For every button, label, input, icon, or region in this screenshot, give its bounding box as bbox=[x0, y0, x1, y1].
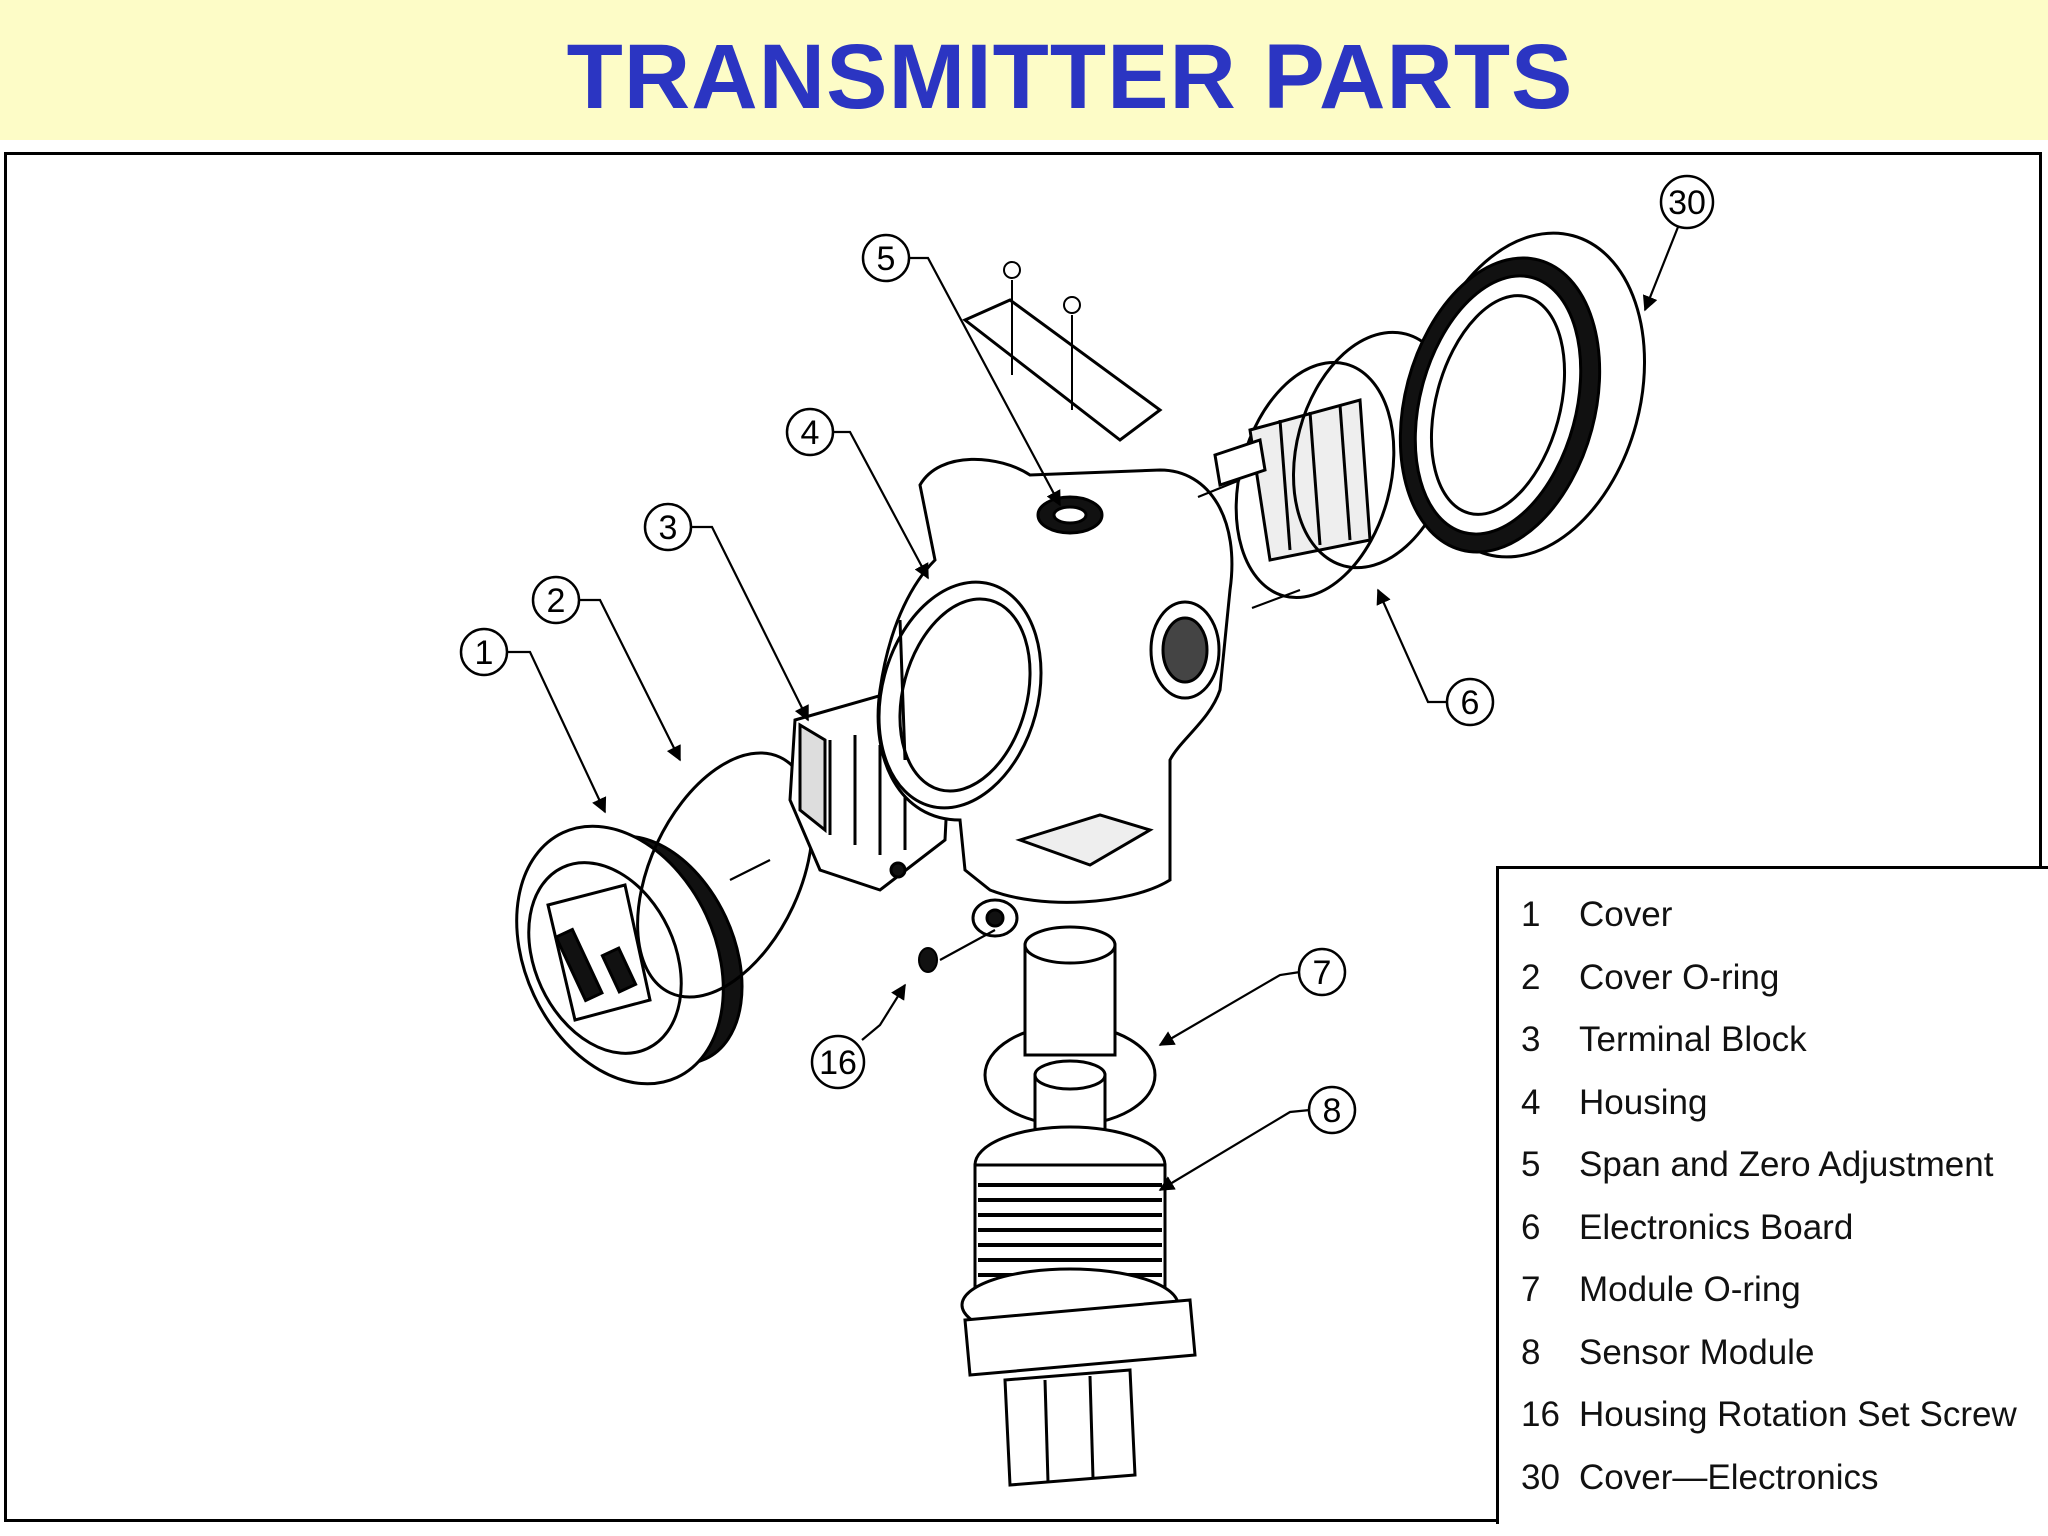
legend-row: 16 Housing Rotation Set Screw bbox=[1521, 1387, 2017, 1443]
legend-row: 3 Terminal Block bbox=[1521, 1012, 1807, 1068]
legend-row: 5 Span and Zero Adjustment bbox=[1521, 1137, 1993, 1193]
legend-label: Span and Zero Adjustment bbox=[1579, 1145, 1994, 1184]
legend-label: Cover bbox=[1579, 895, 1673, 934]
callout-8: 8 bbox=[1307, 1085, 1357, 1135]
legend-label: Electronics Board bbox=[1579, 1207, 1854, 1247]
cover-o-ring-part bbox=[636, 751, 814, 999]
legend-number: 30 bbox=[1521, 1457, 1560, 1497]
legend-label: Housing Rotation Set Screw bbox=[1579, 1395, 2017, 1434]
legend-number: 16 bbox=[1521, 1395, 1560, 1434]
callout-1: 1 bbox=[459, 627, 509, 677]
legend-label: Cover—Electronics bbox=[1579, 1457, 1879, 1497]
callout-circle bbox=[643, 502, 693, 552]
callout-number: 16 bbox=[819, 1044, 857, 1082]
callout-circle bbox=[810, 1034, 866, 1090]
callout-number: 3 bbox=[659, 509, 678, 547]
legend-label: Terminal Block bbox=[1579, 1020, 1807, 1059]
legend-label: Sensor Module bbox=[1579, 1332, 1815, 1372]
callout-number: 6 bbox=[1461, 684, 1480, 722]
callout-circle bbox=[459, 627, 509, 677]
legend-row: 7 Module O-ring bbox=[1521, 1262, 1801, 1318]
callout-6: 6 bbox=[1445, 677, 1495, 727]
callout-number: 1 bbox=[475, 634, 494, 672]
legend-label: Housing bbox=[1579, 1082, 1708, 1122]
legend-number: 8 bbox=[1521, 1332, 1541, 1372]
electronics-board-part bbox=[1213, 360, 1396, 600]
callout-30: 30 bbox=[1659, 174, 1715, 230]
legend-row: 1 Cover bbox=[1521, 887, 1672, 943]
housing-part bbox=[876, 298, 1234, 938]
legend-row: 8 Sensor Module bbox=[1521, 1325, 1814, 1381]
legend-number: 1 bbox=[1521, 895, 1541, 934]
legend-label: Module O-ring bbox=[1579, 1270, 1801, 1309]
legend-row: 2 Cover O-ring bbox=[1521, 950, 1779, 1006]
legend-number: 4 bbox=[1521, 1082, 1541, 1122]
callout-circle bbox=[1307, 1085, 1357, 1135]
legend-number: 3 bbox=[1521, 1020, 1541, 1059]
callout-circle bbox=[861, 233, 911, 283]
callout-5: 5 bbox=[861, 233, 911, 283]
set-screw-part bbox=[918, 947, 938, 973]
callout-number: 5 bbox=[877, 240, 896, 278]
legend-row: 4 Housing bbox=[1521, 1075, 1707, 1131]
electronics-cover-part bbox=[1398, 231, 1647, 559]
legend-number: 6 bbox=[1521, 1207, 1541, 1247]
callout-number: 8 bbox=[1323, 1092, 1342, 1130]
legend-number: 7 bbox=[1521, 1270, 1541, 1309]
callout-16: 16 bbox=[810, 1034, 866, 1090]
callout-number: 30 bbox=[1668, 184, 1706, 222]
callout-3: 3 bbox=[643, 502, 693, 552]
sensor-module-part bbox=[960, 925, 1197, 1487]
legend-row: 6 Electronics Board bbox=[1521, 1200, 1853, 1256]
callout-number: 4 bbox=[801, 414, 820, 452]
legend-label: Cover O-ring bbox=[1579, 957, 1780, 997]
callout-4: 4 bbox=[785, 407, 835, 457]
legend-number: 5 bbox=[1521, 1145, 1541, 1184]
page-title: TRANSMITTER PARTS bbox=[566, 26, 1574, 128]
callout-circle bbox=[1445, 677, 1495, 727]
callout-number: 7 bbox=[1313, 954, 1332, 992]
callout-circle bbox=[785, 407, 835, 457]
legend-number: 2 bbox=[1521, 957, 1541, 997]
callout-circle bbox=[531, 575, 581, 625]
callout-circle bbox=[1297, 947, 1347, 997]
callout-number: 2 bbox=[547, 582, 566, 620]
callout-group: 1 2 3 4 5 6 7 8 16 30 bbox=[459, 174, 1715, 1135]
callout-circle bbox=[1659, 174, 1715, 230]
adjustment-screws-part bbox=[1003, 261, 1081, 410]
legend-row: 30 Cover—Electronics bbox=[1521, 1450, 1879, 1506]
callout-7: 7 bbox=[1297, 947, 1347, 997]
cover-part bbox=[515, 824, 744, 1086]
title-bar: TRANSMITTER PARTS bbox=[0, 0, 2048, 140]
callout-2: 2 bbox=[531, 575, 581, 625]
